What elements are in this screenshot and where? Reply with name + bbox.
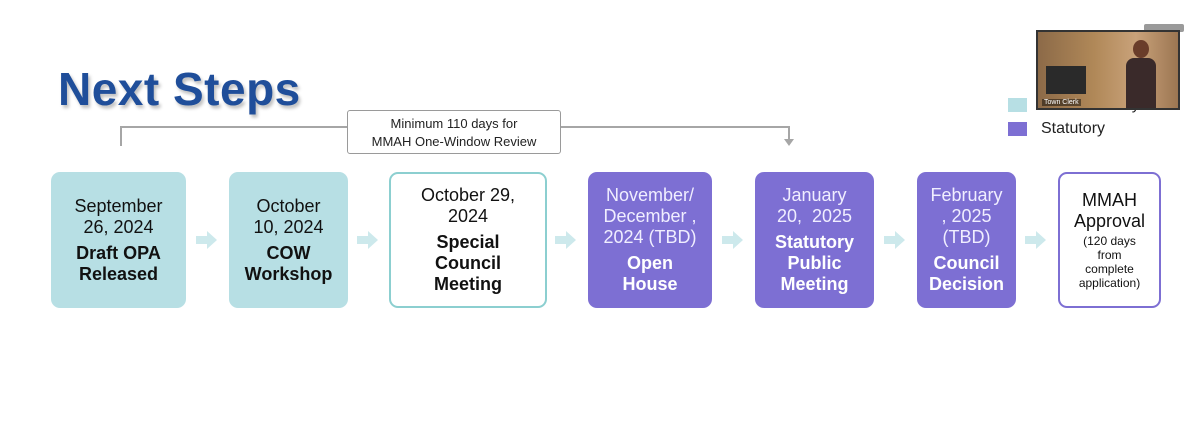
step-arrow-icon xyxy=(722,231,743,249)
step-label-line: Public xyxy=(787,253,842,273)
step-date-line: 26, 2024 xyxy=(83,216,154,237)
video-participant-name: Town Clerk xyxy=(1042,99,1081,106)
step-label-line: House xyxy=(622,274,678,294)
participant-video-thumbnail[interactable]: Town Clerk xyxy=(1036,30,1180,110)
step-label-line: Workshop xyxy=(244,263,333,284)
video-person-head xyxy=(1133,40,1149,58)
legend-swatch-non-statutory xyxy=(1008,98,1027,112)
video-monitor xyxy=(1046,66,1086,94)
bracket-label-line2: MMAH One-Window Review xyxy=(371,134,537,149)
step-note-line: from xyxy=(1097,248,1122,262)
step-label-line: Meeting xyxy=(780,274,849,294)
step-date-line: December , xyxy=(603,206,697,226)
step-date-line: October xyxy=(256,195,321,216)
video-options-tab[interactable] xyxy=(1144,24,1184,32)
video-person-body xyxy=(1126,58,1156,108)
bracket-label-box: Minimum 110 days for MMAH One-Window Rev… xyxy=(347,110,561,154)
step-arrow-icon xyxy=(884,231,905,249)
step-special-council-meeting: October 29, 2024 Special Council Meeting xyxy=(389,172,547,308)
step-date-line: February xyxy=(930,185,1003,205)
step-date-line: (TBD) xyxy=(942,227,991,247)
step-note-line: (120 days xyxy=(1083,234,1136,248)
step-arrow-icon xyxy=(357,231,378,249)
step-date-line: 2024 (TBD) xyxy=(603,227,697,247)
bracket-arrow-icon xyxy=(784,139,794,146)
legend-swatch-statutory xyxy=(1008,122,1027,136)
step-cow-workshop: October 10, 2024 COW Workshop xyxy=(229,172,348,308)
step-draft-opa-released: September 26, 2024 Draft OPA Released xyxy=(51,172,186,308)
step-mmah-approval: MMAH Approval (120 days from complete ap… xyxy=(1058,172,1161,308)
step-note-line: complete xyxy=(1085,262,1134,276)
step-date-line: November/ xyxy=(605,185,695,205)
step-date-line: , 2025 xyxy=(941,206,992,226)
step-open-house: November/ December , 2024 (TBD) Open Hou… xyxy=(588,172,712,308)
step-date-line: September xyxy=(74,195,163,216)
step-note-line: application) xyxy=(1078,276,1141,290)
step-label-line: Council xyxy=(435,253,501,273)
step-date-line: 10, 2024 xyxy=(253,216,324,237)
step-label-line: Decision xyxy=(928,274,1005,294)
step-arrow-icon xyxy=(196,231,217,249)
step-date-line: January xyxy=(782,185,847,205)
slide-title: Next Steps xyxy=(58,63,301,115)
step-label-line: Special xyxy=(436,232,500,252)
step-arrow-icon xyxy=(555,231,576,249)
step-label-line: Meeting xyxy=(433,274,502,294)
bracket-left-tick xyxy=(120,126,122,146)
step-date-line: October 29, xyxy=(420,185,516,205)
step-label-line: Statutory xyxy=(774,232,854,252)
step-label-line: Council xyxy=(933,253,1000,273)
step-label-line: Open xyxy=(626,253,673,273)
step-arrow-icon xyxy=(1025,231,1046,249)
legend-label: Statutory xyxy=(1041,120,1106,137)
legend-item-statutory: Statutory xyxy=(1008,118,1140,140)
step-date-line: MMAH xyxy=(1082,190,1137,210)
step-label-line: Released xyxy=(78,263,159,284)
step-council-decision: February , 2025 (TBD) Council Decision xyxy=(917,172,1016,308)
bracket-label-line1: Minimum 110 days for xyxy=(390,116,518,131)
bracket-right-tick xyxy=(788,126,790,140)
step-label-line: Draft OPA xyxy=(76,242,161,263)
step-statutory-public-meeting: January 20, 2025 Statutory Public Meetin… xyxy=(755,172,874,308)
step-date-line: Approval xyxy=(1073,211,1146,231)
step-date-line: 20, 2025 xyxy=(776,206,853,226)
step-label-line: COW xyxy=(266,242,311,263)
step-date-line: 2024 xyxy=(447,206,489,226)
video-person xyxy=(1124,40,1158,108)
